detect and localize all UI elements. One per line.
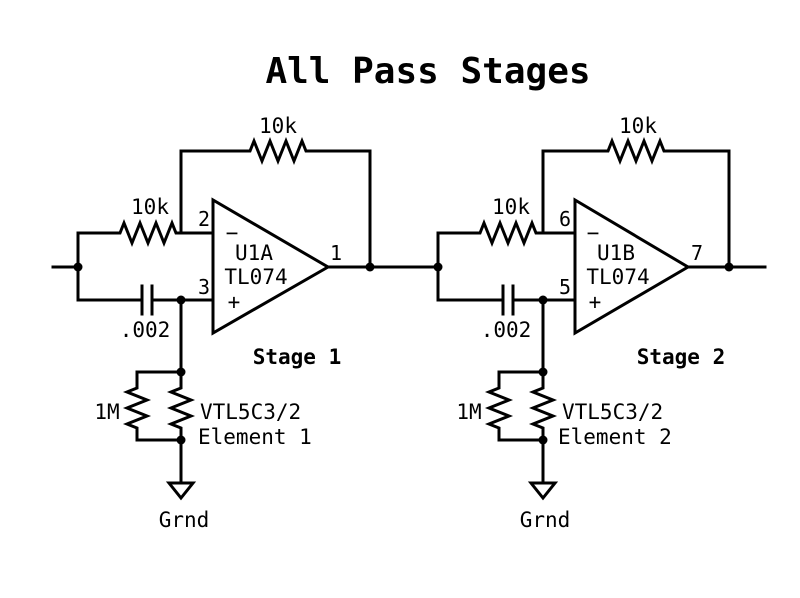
stage-1-capacitor: .002	[76, 284, 215, 342]
stage-2-element-name: Element 2	[558, 425, 672, 449]
stage-1-element-part: VTL5C3/2	[200, 400, 301, 424]
stage-2-opamp-name: U1B	[597, 241, 635, 265]
schematic-title: All Pass Stages	[265, 51, 590, 92]
stage-2-opamp: − + U1B TL074 6 5 7	[559, 197, 703, 336]
stage-1-minus-sign: −	[226, 221, 239, 245]
stage-1-output-node	[365, 262, 375, 272]
stage-2-minus-sign: −	[587, 221, 600, 245]
stage-1-feedback-resistor: 10k	[179, 114, 372, 269]
stage-2-opamp-part: TL074	[586, 265, 649, 289]
stage-2-pin-noninv: 5	[559, 275, 571, 299]
stage-2-label: Stage 2	[637, 345, 726, 369]
stage-2-pin-inv: 6	[559, 207, 571, 231]
stage-2-shunt-resistor-label: 1M	[456, 400, 481, 424]
stage-1-ground-label: Grnd	[159, 508, 210, 532]
stage-2-capacitor-label: .002	[481, 318, 532, 342]
stage-1-shunt-resistor-label: 1M	[94, 400, 119, 424]
stage-1-vactrol-element: VTL5C3/2 Element 1	[166, 370, 312, 449]
stage-1-plus-sign: +	[228, 290, 241, 314]
stage-1: 10k .002 10k − + U1A TL074 2 3 1	[51, 114, 440, 532]
stage-1-pin-out: 1	[330, 241, 342, 265]
stage-2-input-resistor: 10k	[436, 195, 577, 248]
stage-2-capacitor: .002	[436, 284, 577, 342]
stage-2-output-node	[724, 262, 734, 272]
stage-2-ground-label: Grnd	[520, 508, 571, 532]
stage-1-opamp: − + U1A TL074 2 3 1	[198, 197, 342, 336]
stage-1-opamp-part: TL074	[224, 265, 287, 289]
stage-1-ground: Grnd	[159, 438, 210, 532]
stage-1-shunt-resistor: 1M	[94, 370, 183, 442]
stage-2-ground: Grnd	[520, 438, 571, 532]
stage-2: 10k .002 10k − + U1B TL074 6 5 7	[433, 114, 767, 532]
stage-2-feedback-resistor: 10k	[541, 114, 731, 269]
stage-2-pin-out: 7	[691, 241, 703, 265]
stage-1-pin-noninv: 3	[198, 275, 210, 299]
stage-1-feedback-resistor-label: 10k	[259, 114, 297, 138]
stage-2-shunt-resistor: 1M	[456, 370, 545, 442]
stage-2-feedback-resistor-label: 10k	[619, 114, 657, 138]
stage-1-pin-inv: 2	[198, 207, 210, 231]
stage-2-element-part: VTL5C3/2	[562, 400, 663, 424]
stage-1-label: Stage 1	[253, 345, 342, 369]
stage-1-opamp-name: U1A	[235, 241, 273, 265]
stage-1-input-resistor: 10k	[76, 195, 215, 248]
stage-1-input-resistor-label: 10k	[131, 195, 169, 219]
stage-2-input-resistor-label: 10k	[492, 195, 530, 219]
stage-2-plus-sign: +	[589, 290, 602, 314]
stage-1-capacitor-label: .002	[120, 318, 171, 342]
stage-1-element-name: Element 1	[198, 425, 312, 449]
stage-2-vactrol-element: VTL5C3/2 Element 2	[528, 370, 672, 449]
